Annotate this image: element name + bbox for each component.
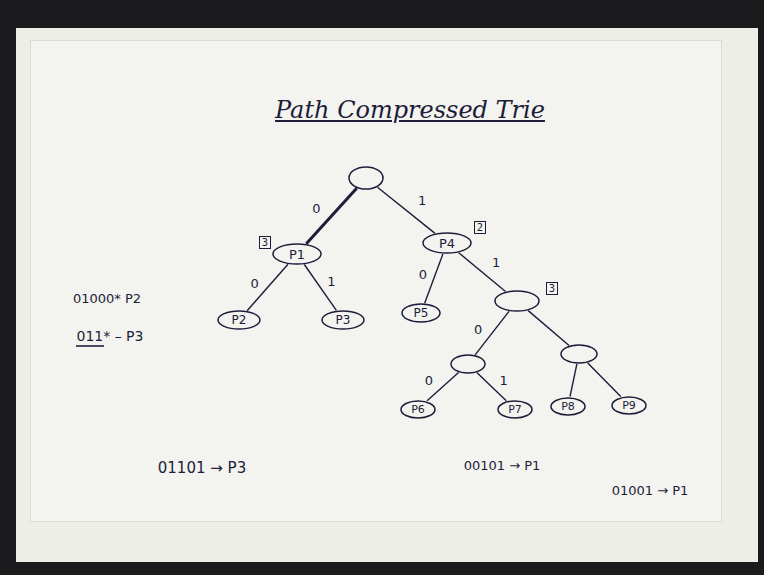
branch-node bbox=[348, 166, 384, 190]
node-ellipse bbox=[401, 401, 435, 418]
node-text: P2 bbox=[232, 313, 247, 327]
branch-node bbox=[560, 344, 598, 364]
node-text: P1 bbox=[289, 247, 305, 262]
bit-position-box: 3 bbox=[546, 282, 558, 295]
prefix-note: 01000* P2 bbox=[73, 291, 141, 306]
node-text: P6 bbox=[411, 403, 425, 416]
trie-edge bbox=[528, 311, 569, 346]
node-ellipse bbox=[349, 167, 383, 189]
edge-bit-label: 1 bbox=[490, 256, 502, 269]
lookup-example: 00101 → P1 bbox=[464, 458, 541, 473]
node-ellipse bbox=[495, 291, 539, 311]
bit-position-box: 3 bbox=[259, 236, 271, 249]
node-ellipse bbox=[612, 397, 646, 414]
branch-node bbox=[494, 290, 540, 312]
prefix-node: P9 bbox=[611, 396, 647, 415]
edge-bit-label: 1 bbox=[325, 275, 337, 288]
lookup-example: 01001 → P1 bbox=[612, 483, 689, 498]
edge-bit-label: 0 bbox=[472, 323, 484, 336]
node-ellipse bbox=[322, 311, 364, 329]
trie-edge bbox=[306, 188, 356, 244]
prefix-node: P4 bbox=[422, 232, 472, 254]
trie-edge bbox=[459, 253, 506, 292]
prefix-note: 011* – P3 bbox=[77, 328, 144, 344]
node-text: P3 bbox=[336, 313, 351, 327]
prefix-node: P1 bbox=[272, 243, 322, 265]
node-ellipse bbox=[218, 311, 260, 329]
diagram-title: Path Compressed Trie bbox=[275, 96, 545, 124]
node-ellipse bbox=[402, 304, 440, 322]
node-text: P4 bbox=[439, 236, 455, 251]
lookup-example: 01101 → P3 bbox=[158, 459, 246, 477]
bit-position-box: 2 bbox=[474, 221, 486, 234]
trie-edge bbox=[570, 364, 577, 397]
node-ellipse bbox=[451, 355, 485, 373]
node-text: P5 bbox=[414, 306, 429, 320]
node-ellipse bbox=[561, 345, 597, 363]
trie-edge bbox=[588, 363, 621, 397]
prefix-node: P2 bbox=[217, 310, 261, 330]
node-text: P8 bbox=[561, 400, 575, 413]
prefix-node: P5 bbox=[401, 303, 441, 323]
edge-bit-label: 0 bbox=[248, 277, 260, 290]
trie-edge bbox=[378, 187, 435, 233]
node-outline bbox=[560, 344, 598, 364]
edge-bit-label: 0 bbox=[423, 374, 435, 387]
prefix-node: P7 bbox=[497, 400, 533, 419]
node-ellipse bbox=[273, 244, 321, 264]
node-ellipse bbox=[498, 401, 532, 418]
edge-bit-label: 1 bbox=[416, 194, 428, 207]
underline-mark bbox=[76, 345, 104, 347]
edge-bit-label: 1 bbox=[498, 374, 510, 387]
node-outline bbox=[450, 354, 486, 374]
node-ellipse bbox=[423, 233, 471, 253]
prefix-node: P3 bbox=[321, 310, 365, 330]
node-outline bbox=[348, 166, 384, 190]
edge-bit-label: 0 bbox=[417, 268, 429, 281]
edge-bit-label: 0 bbox=[310, 202, 322, 215]
node-outline bbox=[494, 290, 540, 312]
trie-edge bbox=[247, 264, 288, 310]
branch-node bbox=[450, 354, 486, 374]
node-ellipse bbox=[551, 398, 585, 415]
node-text: P9 bbox=[622, 399, 636, 412]
prefix-node: P6 bbox=[400, 400, 436, 419]
prefix-node: P8 bbox=[550, 397, 586, 416]
node-text: P7 bbox=[508, 403, 522, 416]
